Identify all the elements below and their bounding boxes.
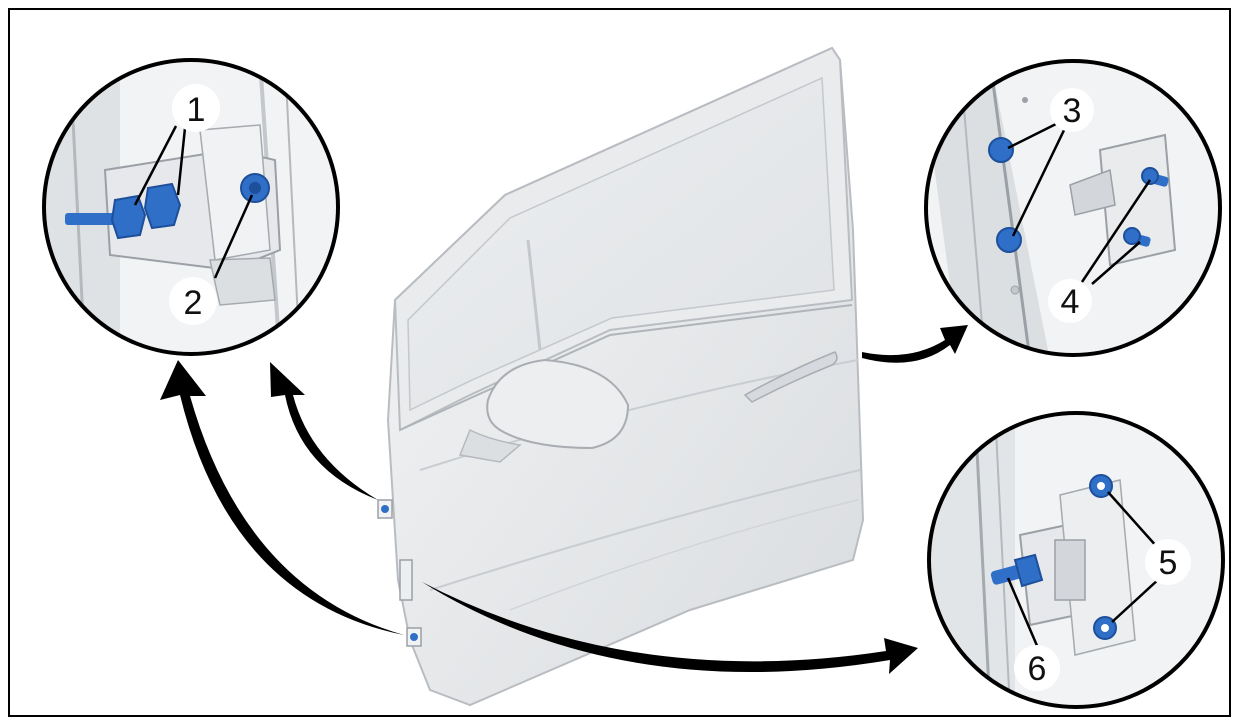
callout-1-label: 1 bbox=[187, 91, 206, 129]
lower-hinge-detail-view: 5 6 bbox=[925, 410, 1223, 710]
curved-arrow-icon bbox=[160, 360, 404, 635]
curved-arrow-icon bbox=[270, 362, 378, 500]
callout-6-label: 6 bbox=[1028, 650, 1047, 688]
door-check-detail-view: 3 4 bbox=[920, 60, 1220, 360]
callout-4-label: 4 bbox=[1061, 283, 1080, 321]
callout-5-label: 5 bbox=[1159, 544, 1178, 582]
callout-3-label: 3 bbox=[1063, 92, 1082, 130]
front-door-panel bbox=[378, 48, 863, 705]
upper-hinge-detail-view: 1 2 bbox=[40, 60, 338, 360]
callout-2-label: 2 bbox=[184, 284, 203, 322]
curved-arrow-icon bbox=[862, 325, 968, 363]
